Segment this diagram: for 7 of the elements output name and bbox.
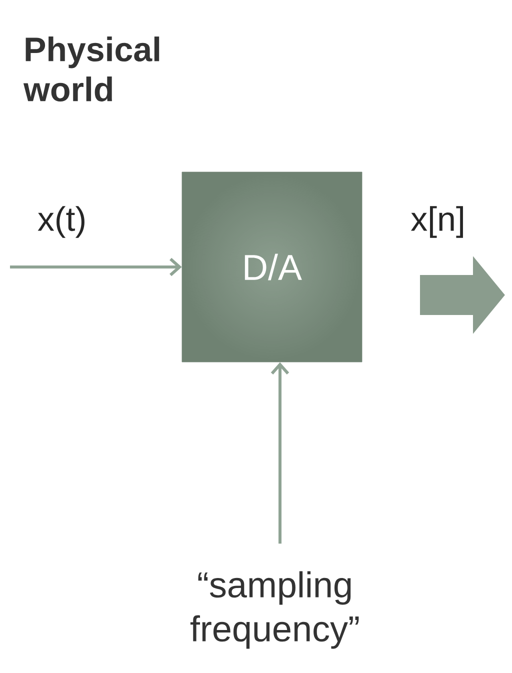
arrow [270, 362, 290, 544]
title: Physical world [23, 36, 160, 102]
input-label: “sampling frequency” [190, 571, 359, 649]
signal-label: x[n] [410, 206, 463, 238]
process-box: D/A [182, 172, 362, 362]
edge-label: x(t) [38, 206, 84, 238]
arrow [10, 258, 182, 276]
